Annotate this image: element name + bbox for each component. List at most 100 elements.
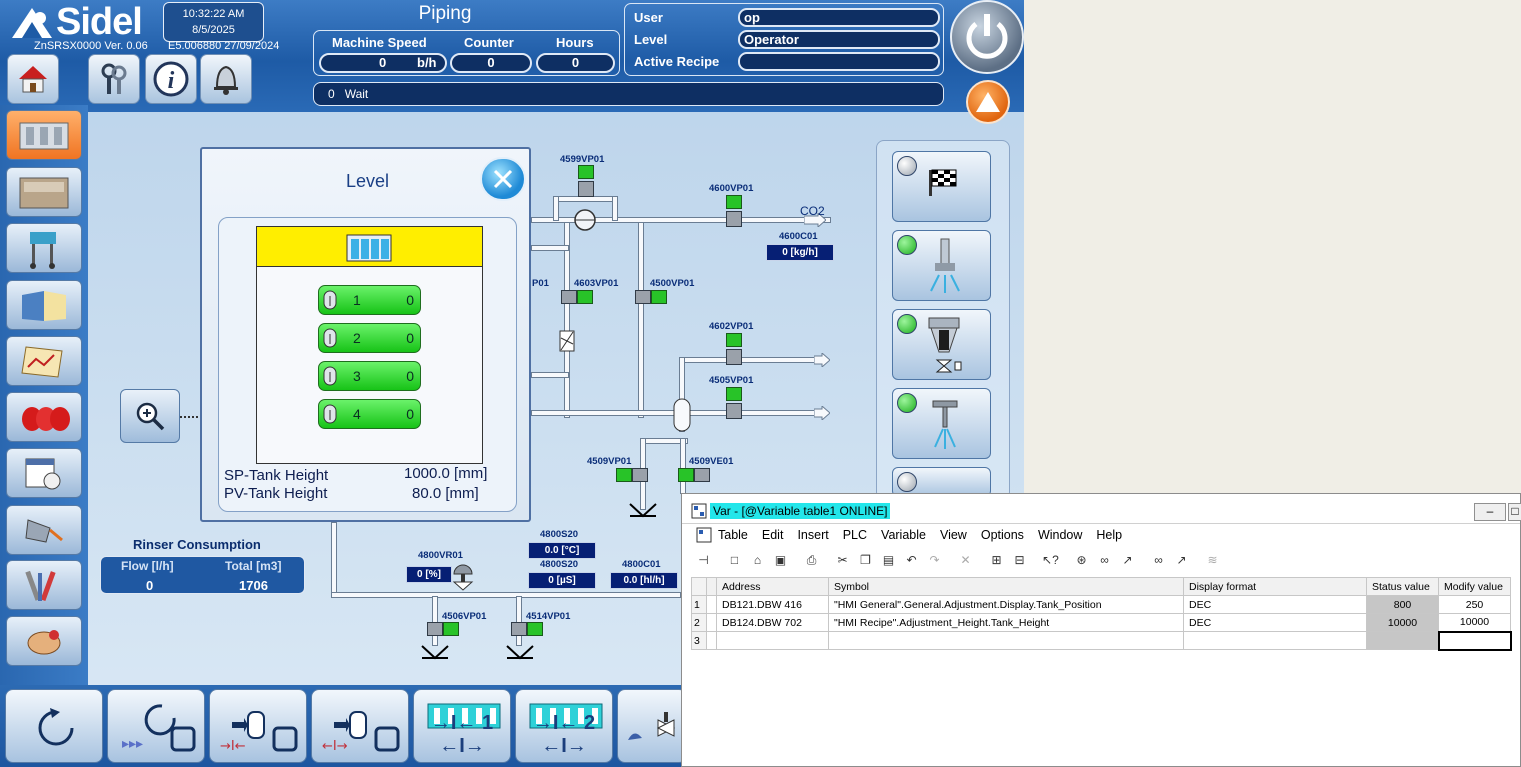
- cell-display-format[interactable]: [1183, 631, 1367, 650]
- carousel-2-button[interactable]: →I← 2 ←I→: [515, 689, 613, 763]
- nav-piping[interactable]: [6, 223, 82, 273]
- nav-lubrication[interactable]: [6, 505, 82, 555]
- nav-production-time[interactable]: [6, 448, 82, 498]
- cell-address[interactable]: DB124.DBW 702: [716, 613, 829, 632]
- maximize-button[interactable]: □: [1508, 503, 1521, 521]
- bottle-transfer-icon: →I←: [220, 711, 298, 754]
- table-row[interactable]: 3: [691, 630, 1512, 651]
- plc-connection-icon[interactable]: ⊟: [1014, 553, 1025, 567]
- nav-hand-operation[interactable]: [6, 616, 82, 666]
- level-probe-3: 3 0: [318, 361, 421, 391]
- cell-modify-value-active[interactable]: [1437, 630, 1512, 651]
- valve-4509VE01[interactable]: [676, 468, 710, 482]
- cell-symbol[interactable]: "HMI General".General.Adjustment.Display…: [828, 595, 1184, 614]
- restart-button[interactable]: [5, 689, 103, 763]
- keys-button[interactable]: [88, 54, 140, 104]
- probe-value: 0: [406, 330, 414, 346]
- info-button[interactable]: i: [145, 54, 197, 104]
- cell-symbol[interactable]: [828, 631, 1184, 650]
- nav-filler[interactable]: [6, 167, 82, 217]
- var-toolbar: ⊣ □ ⌂ ▣ ⎙ ✂ ❐ ▤ ↶ ↷ ✕ ⊞ ⊟ ↖? ⊛ ∞ ↗ ∞: [692, 547, 1224, 573]
- cell-display-format[interactable]: DEC: [1183, 595, 1367, 614]
- step-spray-button[interactable]: [892, 388, 991, 459]
- zoom-button[interactable]: [120, 389, 180, 443]
- probe-icon: [323, 366, 337, 386]
- cell-modify-value[interactable]: 10000: [1438, 613, 1511, 632]
- valve-4602VP01[interactable]: [726, 333, 742, 367]
- valve-4600VP01[interactable]: [726, 195, 742, 229]
- valve-4514VP01[interactable]: [511, 622, 545, 636]
- step-rinse-button[interactable]: [892, 230, 991, 301]
- sidel-orb-button[interactable]: [966, 80, 1010, 124]
- pin-icon[interactable]: ⊣: [698, 553, 709, 567]
- nav-manual[interactable]: [6, 280, 82, 330]
- force-icon[interactable]: ≋: [1207, 553, 1218, 567]
- new-icon[interactable]: □: [730, 553, 739, 567]
- table-row[interactable]: 1 DB121.DBW 416 "HMI General".General.Ad…: [691, 595, 1511, 614]
- power-button[interactable]: [950, 0, 1024, 74]
- delete-icon[interactable]: ✕: [960, 553, 971, 567]
- cycle-button[interactable]: ▸▸▸: [107, 689, 205, 763]
- activate-modify-icon[interactable]: ↗: [1176, 553, 1187, 567]
- bottle-transfer-button[interactable]: →I←: [209, 689, 307, 763]
- accessible-nodes-icon[interactable]: ⊞: [991, 553, 1002, 567]
- monitor-icon[interactable]: ⊛: [1076, 553, 1087, 567]
- step-filling-button[interactable]: [892, 309, 991, 380]
- menu-help[interactable]: Help: [1096, 528, 1123, 542]
- machine-speed-unit: b/h: [417, 55, 437, 70]
- machine-icon: [19, 122, 69, 150]
- help-pointer-icon[interactable]: ↖?: [1042, 553, 1059, 567]
- menu-window[interactable]: Window: [1037, 528, 1083, 542]
- co2-label: CO2: [800, 204, 825, 218]
- nav-machine-overview[interactable]: [6, 110, 82, 160]
- table-row[interactable]: 2 DB124.DBW 702 "HMI Recipe".Adjustment_…: [691, 613, 1511, 632]
- manual-valve-button[interactable]: [617, 689, 687, 763]
- flowmeter-icon: [574, 209, 596, 231]
- home-button[interactable]: [7, 54, 59, 104]
- save-icon[interactable]: ▣: [774, 553, 787, 567]
- monitor-active-icon[interactable]: ∞: [1100, 553, 1109, 567]
- valve-4599VP01[interactable]: [578, 165, 594, 199]
- print-icon[interactable]: ⎙: [806, 552, 817, 567]
- nav-trends[interactable]: [6, 336, 82, 386]
- valve-4603VP01[interactable]: [561, 290, 595, 304]
- menu-insert[interactable]: Insert: [797, 528, 829, 542]
- valve-4509VP01[interactable]: [614, 468, 648, 482]
- cut-icon[interactable]: ✂: [837, 553, 848, 567]
- valve-4500VP01[interactable]: [635, 290, 669, 304]
- step-finish-button[interactable]: [892, 151, 991, 222]
- cell-symbol[interactable]: "HMI Recipe".Adjustment_Height.Tank_Heig…: [828, 613, 1184, 632]
- redo-icon[interactable]: ↷: [929, 553, 940, 567]
- modify-icon[interactable]: ↗: [1122, 553, 1133, 567]
- undo-icon[interactable]: ↶: [906, 553, 917, 567]
- menu-table[interactable]: Table: [718, 528, 748, 542]
- cell-address[interactable]: [716, 631, 829, 650]
- level-popup-close-button[interactable]: [480, 157, 526, 201]
- menu-view[interactable]: View: [939, 528, 967, 542]
- var-window-titlebar[interactable]: Var - [@Variable table1 ONLINE] – □: [682, 494, 1521, 524]
- cell-display-format[interactable]: DEC: [1183, 613, 1367, 632]
- menu-edit[interactable]: Edit: [761, 528, 784, 542]
- minimize-button[interactable]: –: [1474, 503, 1506, 521]
- bottle-release-button[interactable]: ←I→: [311, 689, 409, 763]
- toolbar-separator: [715, 549, 723, 571]
- machine-counters: Machine Speed Counter Hours 0 b/h 0 0: [313, 30, 620, 76]
- header-rownum: [691, 577, 707, 596]
- menu-variable[interactable]: Variable: [881, 528, 926, 542]
- valve-4505VP01[interactable]: [726, 387, 742, 421]
- tag-p01: P01: [532, 278, 549, 289]
- paste-icon[interactable]: ▤: [882, 553, 895, 567]
- open-icon[interactable]: ⌂: [753, 553, 762, 567]
- nav-alarms[interactable]: [6, 392, 82, 442]
- update-monitor-icon[interactable]: ∞: [1154, 553, 1163, 567]
- valve-4506VP01[interactable]: [427, 622, 461, 636]
- copy-icon[interactable]: ❐: [860, 553, 871, 567]
- menu-plc[interactable]: PLC: [842, 528, 868, 542]
- cell-modify-value[interactable]: 250: [1438, 595, 1511, 614]
- carousel-1-button[interactable]: →I← 1 ←I→: [413, 689, 511, 763]
- alarm-bell-button[interactable]: [200, 54, 252, 104]
- menu-options[interactable]: Options: [980, 528, 1024, 542]
- readout-4800VR01: 0 [%]: [406, 566, 452, 583]
- nav-maintenance[interactable]: [6, 560, 82, 610]
- cell-address[interactable]: DB121.DBW 416: [716, 595, 829, 614]
